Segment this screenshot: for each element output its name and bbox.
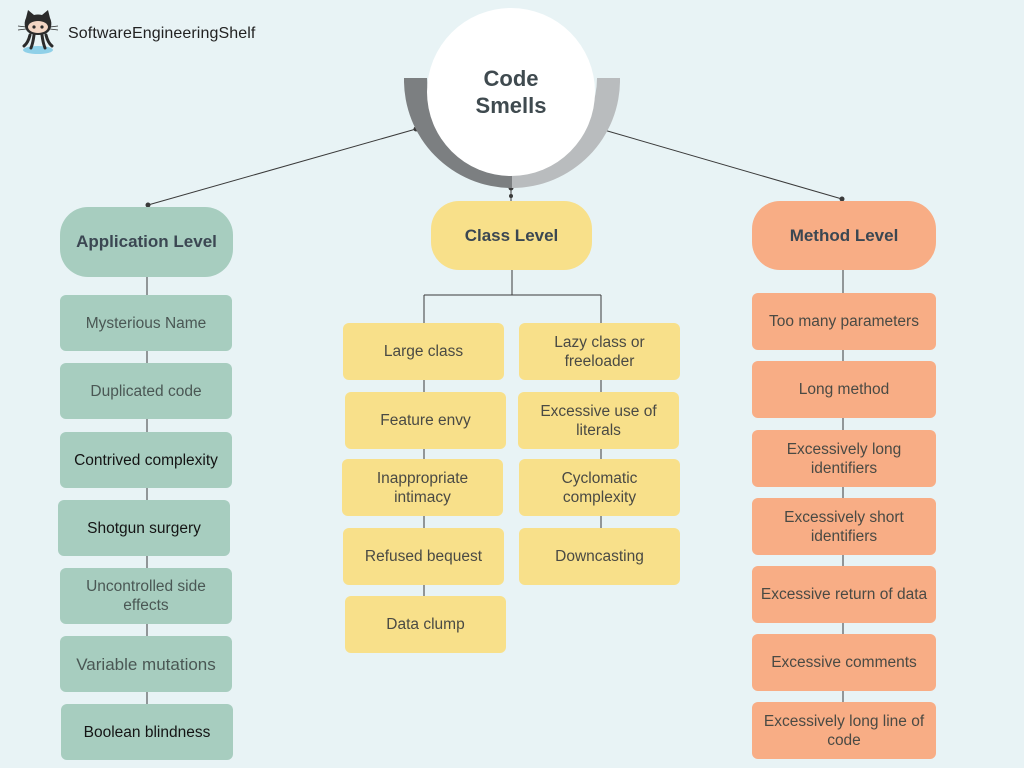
class-item-right: Excessive use of literals (518, 392, 679, 449)
class-item-left: Large class (343, 323, 504, 380)
octocat-icon (14, 8, 62, 59)
class-item-left: Feature envy (345, 392, 506, 449)
application-item: Uncontrolled side effects (60, 568, 232, 624)
method-item: Excessively short identifiers (752, 498, 936, 555)
method-item: Excessive return of data (752, 566, 936, 623)
application-level-header: Application Level (60, 207, 233, 277)
class-item-left: Inappropriate intimacy (342, 459, 503, 516)
method-item: Excessively long identifiers (752, 430, 936, 487)
code-smells-hub: Code Smells (427, 8, 595, 176)
class-item-left: Data clump (345, 596, 506, 653)
method-item: Excessively long line of code (752, 702, 936, 759)
application-item: Boolean blindness (61, 704, 233, 760)
class-level-header: Class Level (431, 201, 592, 270)
class-item-left: Refused bequest (343, 528, 504, 585)
application-item: Variable mutations (60, 636, 232, 692)
class-item-right: Lazy class or freeloader (519, 323, 680, 380)
brand[interactable]: SoftwareEngineeringShelf (14, 8, 255, 59)
application-item: Mysterious Name (60, 295, 232, 351)
application-item: Duplicated code (60, 363, 232, 419)
method-level-header: Method Level (752, 201, 936, 270)
method-item: Too many parameters (752, 293, 936, 350)
method-item: Excessive comments (752, 634, 936, 691)
application-item: Contrived complexity (60, 432, 232, 488)
class-item-right: Downcasting (519, 528, 680, 585)
hub-title-line2: Smells (475, 93, 547, 118)
method-item: Long method (752, 361, 936, 418)
class-item-right: Cyclomatic complexity (519, 459, 680, 516)
hub-title-line1: Code (483, 66, 539, 91)
application-item: Shotgun surgery (58, 500, 230, 556)
brand-name: SoftwareEngineeringShelf (68, 24, 256, 42)
